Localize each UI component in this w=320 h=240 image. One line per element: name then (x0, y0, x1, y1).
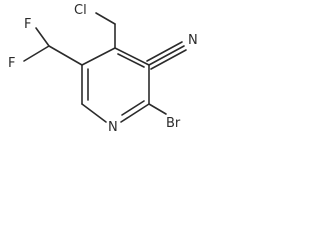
bond-ch2-cl (95, 12, 116, 25)
bond-c3-cn-3 (150, 49, 187, 70)
molecule-diagram: Cl F F N N Br (0, 0, 224, 158)
chlorine-label: Cl (74, 3, 87, 18)
bond-c3-cn-1 (148, 45, 185, 66)
bond-chf2-f-bottom (23, 45, 50, 62)
bond-c5-chf2 (48, 45, 83, 66)
structure-canvas: Cl F F N N Br (8, 3, 198, 135)
bonds (23, 12, 187, 123)
atom-labels: Cl F F N N Br (8, 3, 198, 135)
bond-c4-c3-inner (117, 53, 145, 68)
bond-c4-c3 (114, 47, 150, 66)
bond-chf2-f-top (35, 27, 50, 47)
fluorine-bottom-label: F (8, 56, 15, 71)
fluorine-top-label: F (24, 17, 31, 32)
bond-n1-c6 (81, 103, 107, 123)
bromine-label: Br (166, 116, 181, 131)
ring-nitrogen-label: N (108, 120, 118, 135)
bond-c2-n1-inner (121, 100, 145, 116)
bond-c2-n1 (120, 103, 150, 123)
bond-c3-cn-2 (146, 41, 183, 62)
bond-c2-br (148, 103, 167, 115)
bond-c5-c4 (81, 47, 116, 66)
nitrile-nitrogen-label: N (188, 33, 198, 48)
